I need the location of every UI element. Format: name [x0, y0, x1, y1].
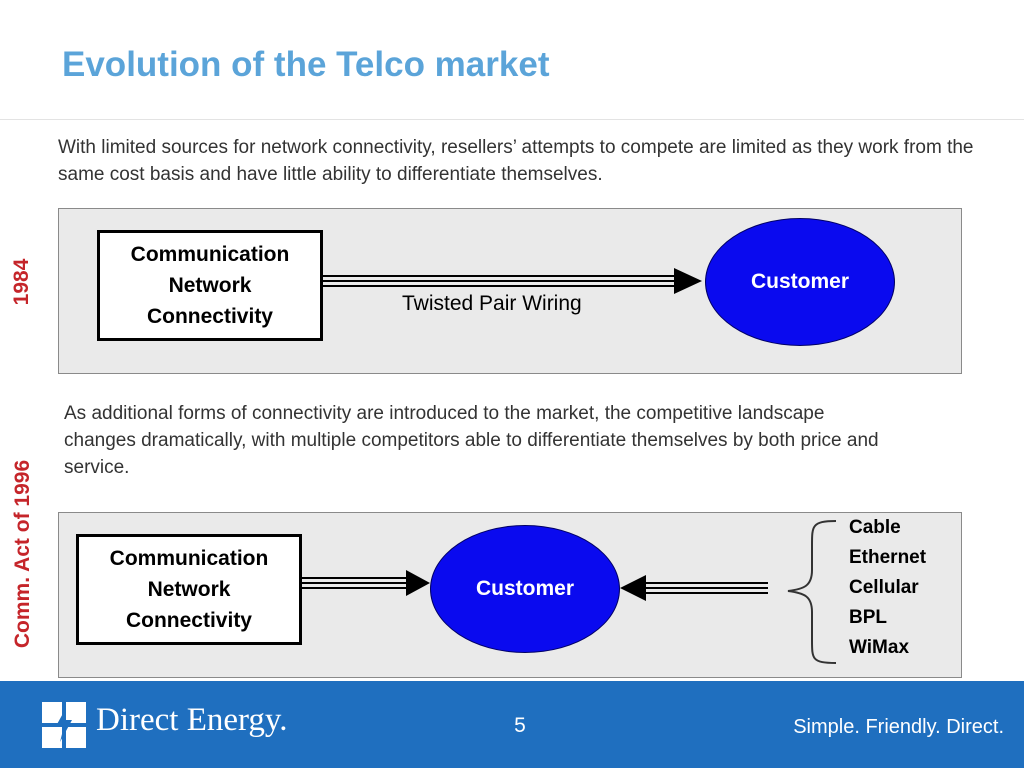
network-line-3: Connectivity	[146, 305, 273, 328]
option-item: BPL	[849, 607, 887, 628]
connectivity-options-list: Cable Ethernet Cellular BPL WiMax	[849, 513, 926, 663]
brand-wordmark: Direct Energy.	[96, 702, 288, 738]
network-line-1: Communication	[130, 243, 290, 266]
customer-ellipse-1996: Customer	[430, 525, 620, 653]
options-to-customer-arrow-1996	[620, 575, 768, 601]
option-item: WiMax	[849, 637, 910, 658]
option-item: Cellular	[849, 577, 919, 598]
network-to-customer-arrow-1996	[302, 570, 430, 596]
network-connectivity-box-1996: Communication Network Connectivity	[76, 534, 302, 645]
description-1984: With limited sources for network connect…	[58, 137, 974, 185]
slide-title: Evolution of the Telco market	[62, 45, 550, 84]
network-to-customer-arrow-1984	[323, 268, 702, 294]
customer-ellipse-1984: Customer	[705, 218, 895, 346]
twisted-pair-label: Twisted Pair Wiring	[402, 292, 582, 315]
network-connectivity-box-1984: Communication Network Connectivity	[97, 230, 323, 341]
option-item: Cable	[849, 517, 901, 538]
customer-label-1996: Customer	[475, 577, 575, 600]
direct-energy-logo-icon	[42, 702, 86, 748]
customer-label-1984: Customer	[750, 270, 850, 293]
network-line-2: Network	[168, 274, 252, 297]
network-line-3: Connectivity	[125, 609, 252, 632]
brand-tagline: Simple. Friendly. Direct.	[793, 716, 1004, 738]
network-line-2: Network	[147, 578, 231, 601]
options-brace	[787, 520, 837, 664]
title-divider	[0, 119, 1024, 120]
page-number: 5	[514, 714, 526, 737]
network-line-1: Communication	[109, 547, 269, 570]
description-1996: As additional forms of connectivity are …	[64, 403, 879, 478]
footer-bar	[0, 681, 1024, 768]
option-item: Ethernet	[849, 547, 927, 568]
